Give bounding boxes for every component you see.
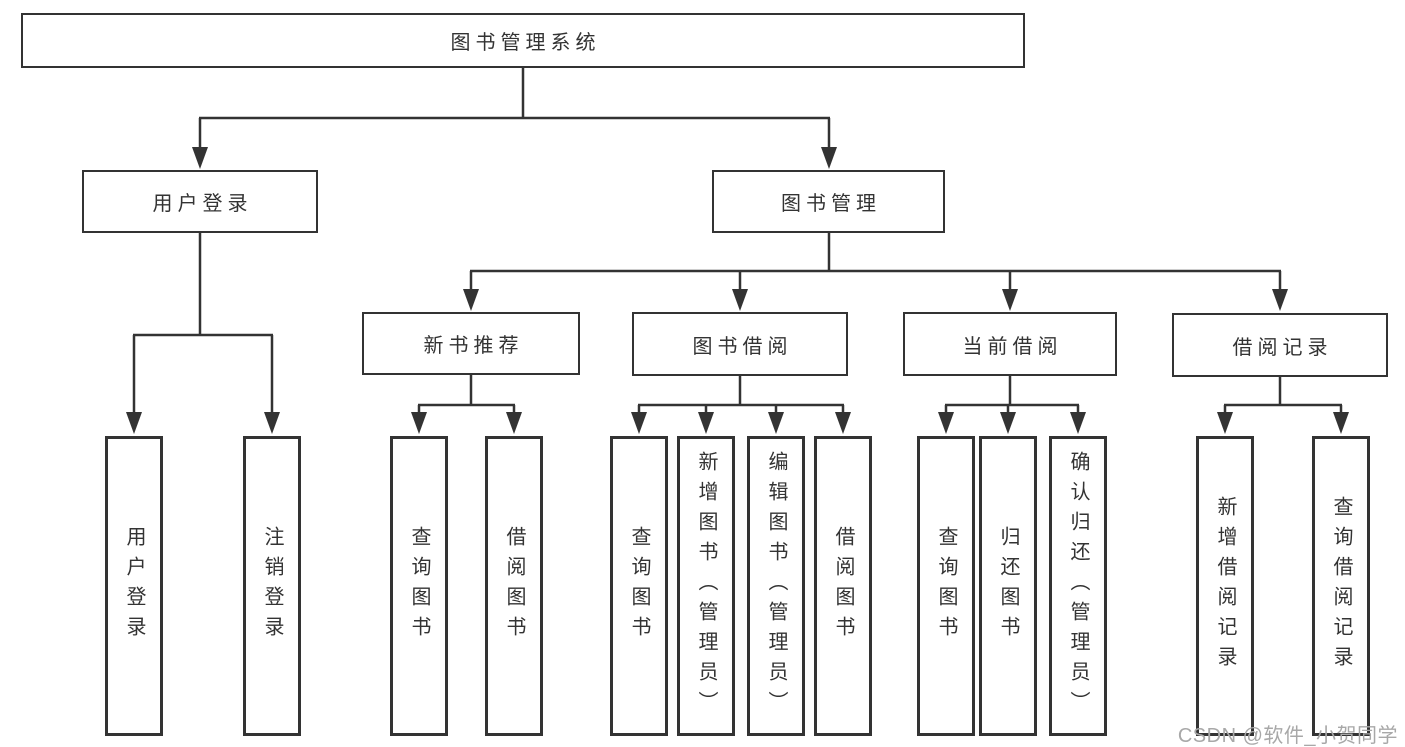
leaf-recommend-query-book-label: 查询图书 bbox=[408, 526, 430, 646]
leaf-user-login-label: 用户登录 bbox=[123, 526, 145, 646]
leaf-borrowing-add-book-admin: 新增图书（管理员） bbox=[677, 436, 735, 736]
connector-new-book-branch bbox=[411, 374, 522, 434]
leaf-borrowing-query-book: 查询图书 bbox=[610, 436, 668, 736]
leaf-current-return-book-label: 归还图书 bbox=[997, 526, 1019, 646]
node-current-borrowing-label: 当前借阅 bbox=[962, 335, 1063, 358]
leaf-borrowing-borrow-book: 借阅图书 bbox=[814, 436, 872, 736]
node-book-borrowing: 图书借阅 bbox=[632, 312, 848, 376]
csdn-watermark: CSDN @软件_小贺同学 bbox=[1177, 725, 1398, 747]
node-root: 图书管理系统 bbox=[21, 13, 1025, 68]
node-root-label: 图书管理系统 bbox=[450, 32, 601, 54]
leaf-borrowing-query-book-label: 查询图书 bbox=[628, 526, 650, 646]
node-book-borrowing-label: 图书借阅 bbox=[692, 335, 793, 358]
leaf-current-query-book: 查询图书 bbox=[917, 436, 975, 736]
connector-user-login-branch bbox=[126, 233, 280, 434]
node-current-borrowing: 当前借阅 bbox=[903, 312, 1117, 376]
leaf-records-add-record-label: 新增借阅记录 bbox=[1214, 496, 1236, 676]
connector-borrowing-records-branch bbox=[1217, 376, 1349, 434]
connector-book-borrowing-branch bbox=[631, 376, 851, 434]
node-book-management-label: 图书管理 bbox=[781, 193, 881, 215]
node-borrowing-records-label: 借阅记录 bbox=[1232, 336, 1333, 359]
leaf-current-confirm-return-admin-label: 确认归还（管理员） bbox=[1067, 451, 1089, 721]
node-user-login: 用户登录 bbox=[82, 170, 318, 233]
leaf-recommend-borrow-book: 借阅图书 bbox=[485, 436, 543, 736]
leaf-logout: 注销登录 bbox=[243, 436, 301, 736]
leaf-recommend-borrow-book-label: 借阅图书 bbox=[503, 526, 525, 646]
leaf-recommend-query-book: 查询图书 bbox=[390, 436, 448, 736]
leaf-logout-label: 注销登录 bbox=[261, 526, 283, 646]
node-new-book-recommendation: 新书推荐 bbox=[362, 312, 580, 375]
node-book-management: 图书管理 bbox=[712, 170, 945, 233]
connector-book-management-branch bbox=[463, 233, 1288, 311]
node-new-book-recommendation-label: 新书推荐 bbox=[423, 335, 524, 357]
leaf-records-add-record: 新增借阅记录 bbox=[1196, 436, 1254, 736]
connector-root-to-level2 bbox=[192, 68, 837, 169]
leaf-borrowing-edit-book-admin-label: 编辑图书（管理员） bbox=[765, 451, 787, 721]
leaf-current-query-book-label: 查询图书 bbox=[935, 526, 957, 646]
leaf-records-query-record-label: 查询借阅记录 bbox=[1330, 496, 1352, 676]
leaf-records-query-record: 查询借阅记录 bbox=[1312, 436, 1370, 736]
leaf-borrowing-borrow-book-label: 借阅图书 bbox=[832, 526, 854, 646]
leaf-current-return-book: 归还图书 bbox=[979, 436, 1037, 736]
leaf-user-login: 用户登录 bbox=[105, 436, 163, 736]
leaf-borrowing-add-book-admin-label: 新增图书（管理员） bbox=[695, 451, 717, 721]
leaf-current-confirm-return-admin: 确认归还（管理员） bbox=[1049, 436, 1107, 736]
connector-current-borrowing-branch bbox=[938, 376, 1086, 434]
node-user-login-label: 用户登录 bbox=[152, 193, 253, 215]
node-borrowing-records: 借阅记录 bbox=[1172, 313, 1388, 377]
leaf-borrowing-edit-book-admin: 编辑图书（管理员） bbox=[747, 436, 805, 736]
